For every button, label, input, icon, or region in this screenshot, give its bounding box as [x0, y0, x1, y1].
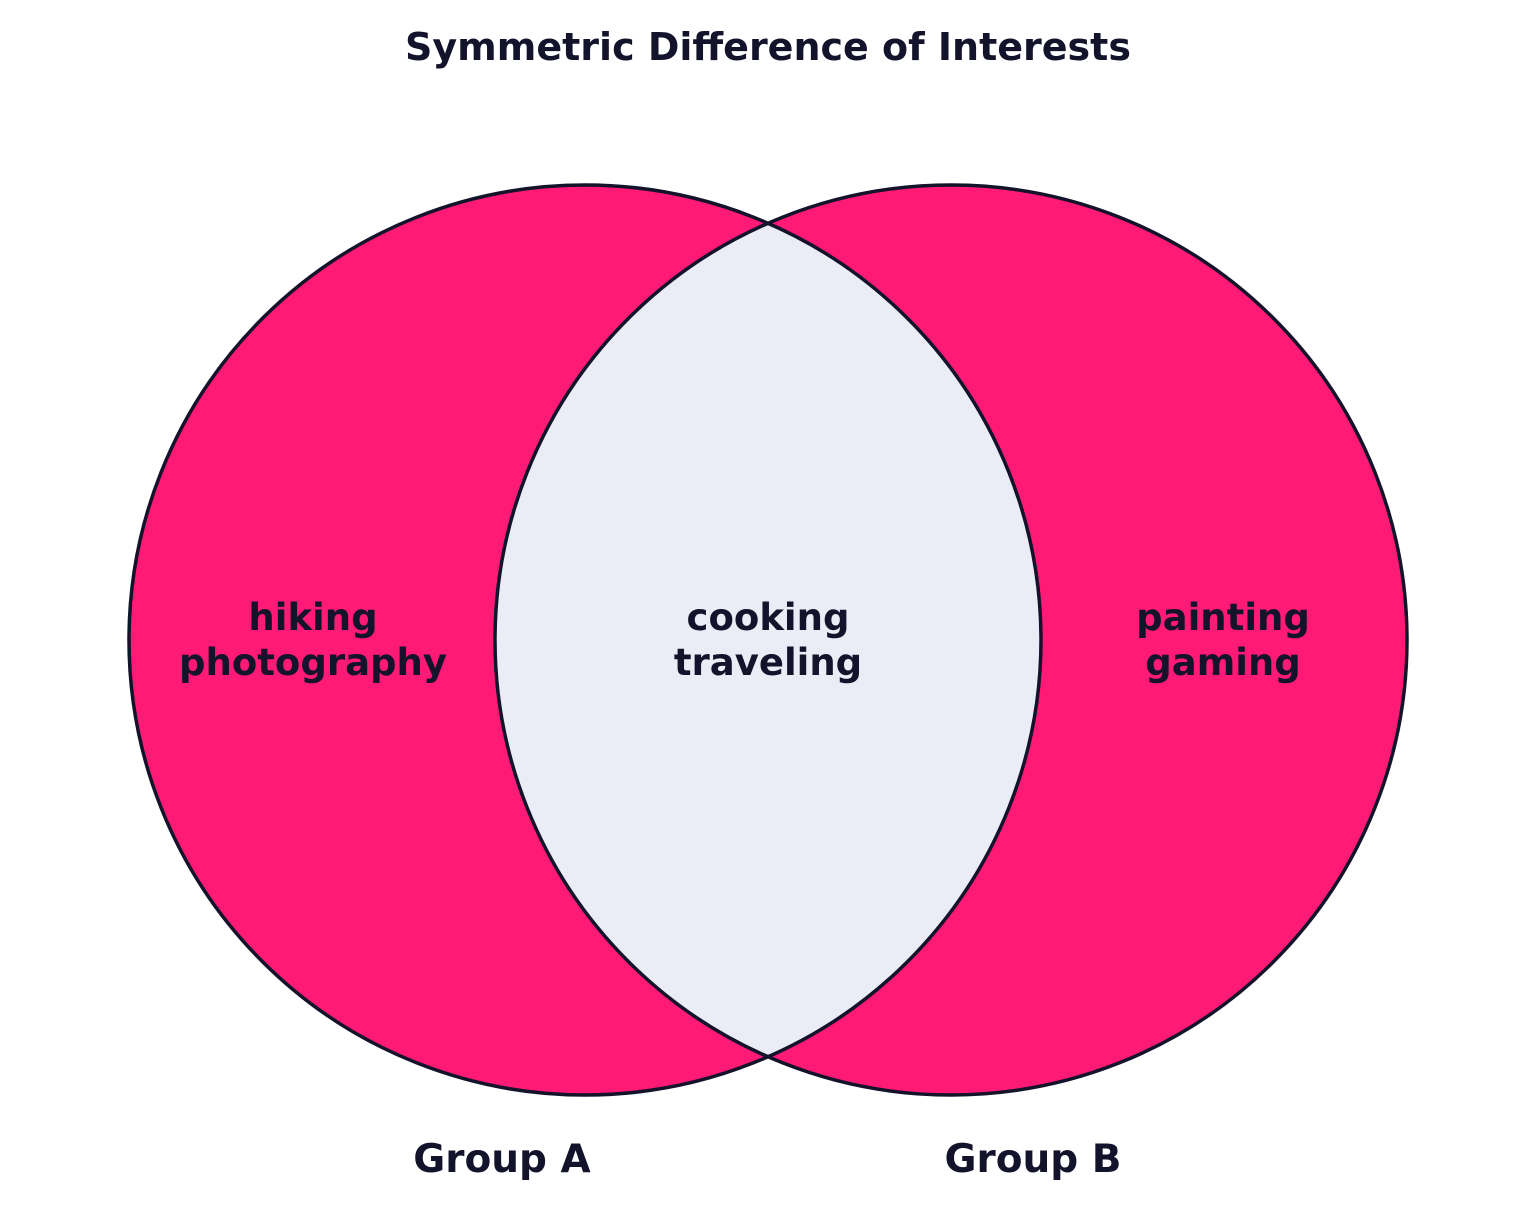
group-b-outline: [493, 183, 1409, 1097]
intersection-region: [495, 185, 1041, 1095]
group-a-only-item: photography: [179, 641, 447, 684]
group-b-only-item: gaming: [1145, 641, 1301, 684]
group-a-label: Group A: [413, 1137, 590, 1182]
intersection-item: cooking: [687, 596, 850, 639]
group-b-label: Group B: [944, 1137, 1121, 1182]
group-b-only-item: painting: [1136, 596, 1310, 639]
diagram-title: Symmetric Difference of Interests: [405, 25, 1131, 69]
intersection-item: traveling: [674, 641, 862, 684]
group-a-only-item: hiking: [248, 596, 377, 639]
group-a-outline: [127, 183, 1043, 1097]
